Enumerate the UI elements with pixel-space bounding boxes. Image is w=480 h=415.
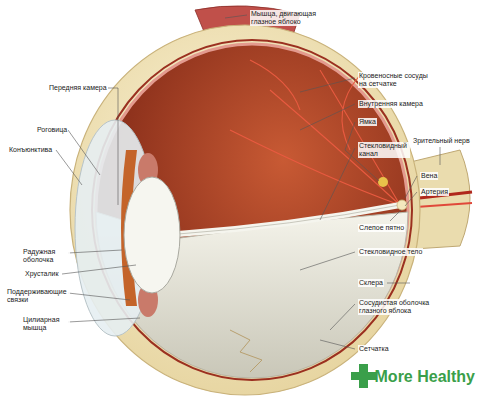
part-label: Роговица: [36, 126, 68, 134]
part-label: Зрительный нерв: [412, 137, 471, 145]
leader-lines: [56, 15, 440, 349]
part-label: Поддерживающие связки: [6, 288, 70, 304]
part-label: Цилиарная мышца: [22, 316, 70, 332]
cut-edge: [230, 330, 262, 372]
part-label: Мышца, двигающая глазное яблоко: [250, 10, 324, 26]
logo-cross: [351, 364, 376, 388]
part-label: Склера: [358, 279, 384, 287]
part-label: Слепое пятно: [358, 224, 405, 232]
part-label: Внутренняя камера: [358, 100, 424, 108]
part-label: Сетчатка: [358, 345, 390, 353]
part-label: Кровеносные сосуды на сетчатке: [358, 72, 435, 88]
fovea: [378, 177, 388, 187]
part-label: Вена: [420, 172, 438, 180]
part-label: Ямка: [358, 118, 377, 126]
part-label: Артерия: [420, 188, 449, 196]
part-label: Передняя камера: [48, 84, 108, 92]
part-label: Стекловидный канал: [358, 142, 410, 158]
part-label: Стекловидное тело: [358, 248, 423, 256]
lens: [124, 177, 180, 293]
choroid: [92, 40, 412, 380]
part-label: Хрусталик: [24, 270, 59, 278]
part-label: Сосудистая оболочка глазного яблока: [358, 299, 435, 315]
part-label: Конъюнктива: [8, 146, 53, 154]
part-label: Радужная оболочка: [22, 248, 70, 264]
watermark: More Healthy: [374, 369, 476, 385]
